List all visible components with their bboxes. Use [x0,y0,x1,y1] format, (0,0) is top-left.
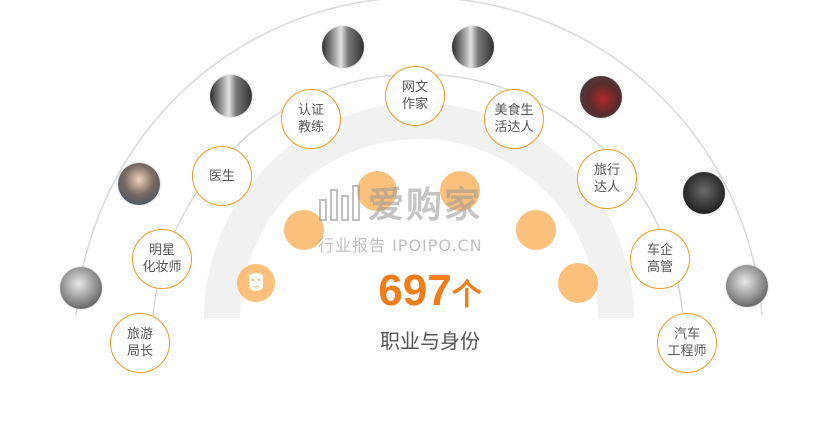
role-doctor: 医生 [192,146,252,206]
decor-dot [558,263,598,303]
face-mask-icon [237,264,275,302]
outer-arc [75,0,763,316]
avatar [726,265,768,307]
total-count-value: 697 [378,266,452,315]
decor-dot [357,171,397,211]
avatar [452,26,494,68]
role-makeup-artist: 明星 化妆师 [132,229,192,289]
avatar [322,26,364,68]
total-label: 职业与身份 [380,329,480,353]
watermark-subtitle: 行业报告 IPOIPO.CN [318,236,483,255]
watermark-name: 爱购家 [368,185,483,226]
avatar [580,76,622,118]
role-tourism-director: 旅游 局长 [110,313,170,373]
decor-dot [440,171,480,211]
avatar [118,163,160,205]
decor-dot [284,210,324,250]
role-food-blogger: 美食生 活达人 [484,89,544,149]
total-count-unit: 个 [451,279,482,312]
bar-chart-icon [319,185,360,221]
role-coach: 认证 教练 [281,89,341,149]
avatar [210,75,252,117]
watermark-logo: 爱购家 [318,178,538,226]
avatar [683,172,725,214]
role-auto-engineer: 汽车 工程师 [657,313,717,373]
total-count: 697个 [330,266,530,321]
role-web-novelist: 网文 作家 [385,66,445,126]
decor-dot [516,210,556,250]
role-travel-expert: 旅行 达人 [577,149,637,209]
avatar [60,267,102,309]
role-auto-executive: 车企 高管 [630,229,690,289]
